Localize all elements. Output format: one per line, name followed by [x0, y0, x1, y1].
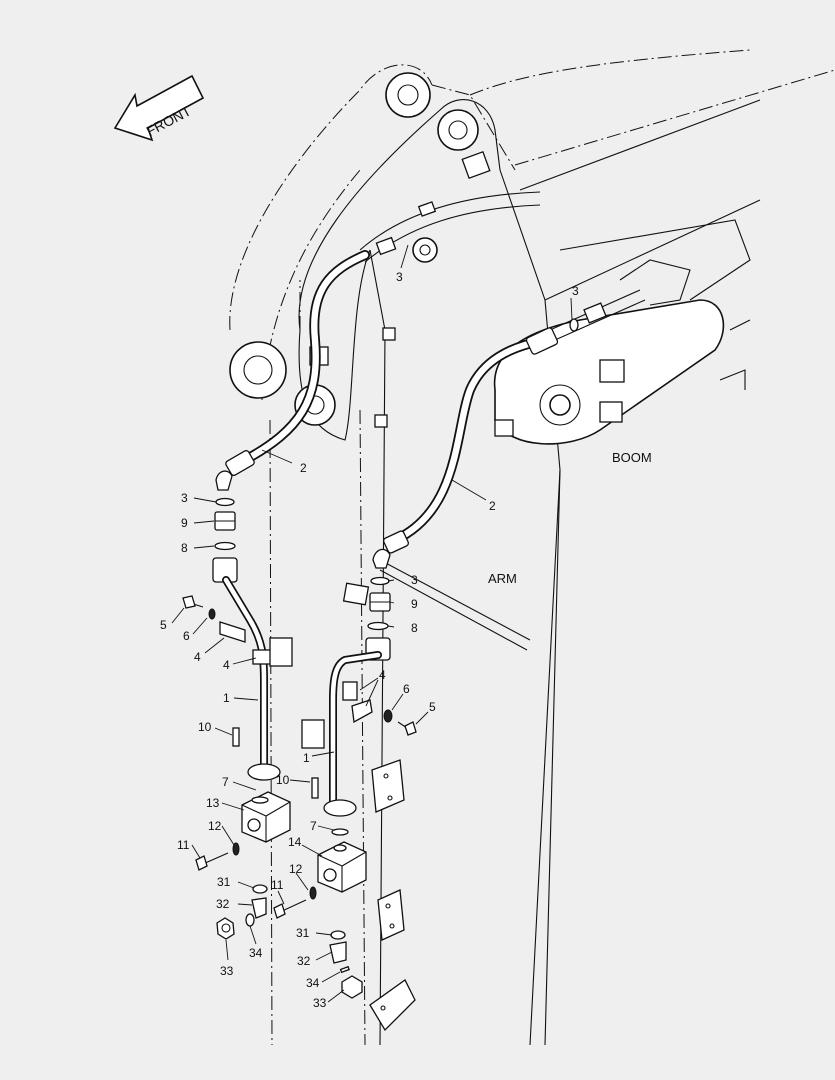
callout-2-right: 2: [489, 499, 496, 513]
callout-3-right: 3: [411, 573, 418, 587]
callout-9-left: 9: [181, 516, 188, 530]
callout-2-left: 2: [300, 461, 307, 475]
callout-31-right: 31: [296, 926, 310, 940]
callout-1-left: 1: [223, 691, 230, 705]
callout-5-left: 5: [160, 618, 167, 632]
callout-8-right: 8: [411, 621, 418, 635]
callout-10-right: 10: [276, 773, 290, 787]
callout-31-left: 31: [217, 875, 231, 889]
callout-10-left: 10: [198, 720, 212, 734]
callout-numbers: 2 2 3 3 3 9 8 5 6 4 4 1 10 7 13 12 11 31…: [160, 270, 579, 1010]
callout-33-left: 33: [220, 964, 234, 978]
boom-phantom-outline: [229, 49, 835, 1046]
callout-4-right: 4: [379, 668, 386, 682]
upper-hose-lines: [359, 191, 646, 341]
callout-32-left: 32: [216, 897, 230, 911]
callout-3-top-right: 3: [572, 284, 579, 298]
side-plates: [369, 759, 416, 1032]
callout-11-left: 11: [177, 838, 190, 852]
callout-34-left: 34: [249, 946, 263, 960]
callout-1-right: 1: [303, 751, 310, 765]
left-fitting-stack: [212, 497, 238, 583]
callout-6-left: 6: [183, 629, 190, 643]
pipe-1-right: [301, 582, 382, 817]
callout-14: 14: [288, 835, 302, 849]
pipe-1-left: [219, 576, 293, 781]
callout-7-right: 7: [310, 819, 317, 833]
callout-11-right: 11: [271, 878, 284, 892]
callout-8-left: 8: [181, 541, 188, 555]
callout-13: 13: [206, 796, 220, 810]
right-small-parts: [273, 709, 417, 999]
callout-leaders: [171, 244, 573, 1003]
callout-6-right: 6: [403, 682, 410, 696]
manifold-block-14: [317, 841, 367, 893]
left-small-parts: [182, 595, 269, 940]
arm-label: ARM: [488, 571, 517, 586]
callout-3-top-left: 3: [396, 270, 403, 284]
callout-7-left: 7: [222, 775, 229, 789]
right-fitting-stack: [365, 576, 391, 661]
callout-32-right: 32: [297, 954, 311, 968]
boom-label: BOOM: [612, 450, 652, 465]
front-direction-arrow: FRONT: [113, 74, 205, 142]
callout-33-right: 33: [313, 996, 327, 1010]
boom-end: [493, 219, 751, 445]
callout-9-right: 9: [411, 597, 418, 611]
hose-2-right: [372, 327, 559, 569]
callout-5-right: 5: [429, 700, 436, 714]
callout-3-left: 3: [181, 491, 188, 505]
callout-12-left: 12: [208, 819, 222, 833]
hose-2-left: [215, 250, 370, 491]
callout-4-left-b: 4: [223, 658, 230, 672]
callout-34-right: 34: [306, 976, 320, 990]
callout-12-right: 12: [289, 862, 303, 876]
callout-4-left-a: 4: [194, 650, 201, 664]
arm-structure: [229, 72, 761, 1046]
